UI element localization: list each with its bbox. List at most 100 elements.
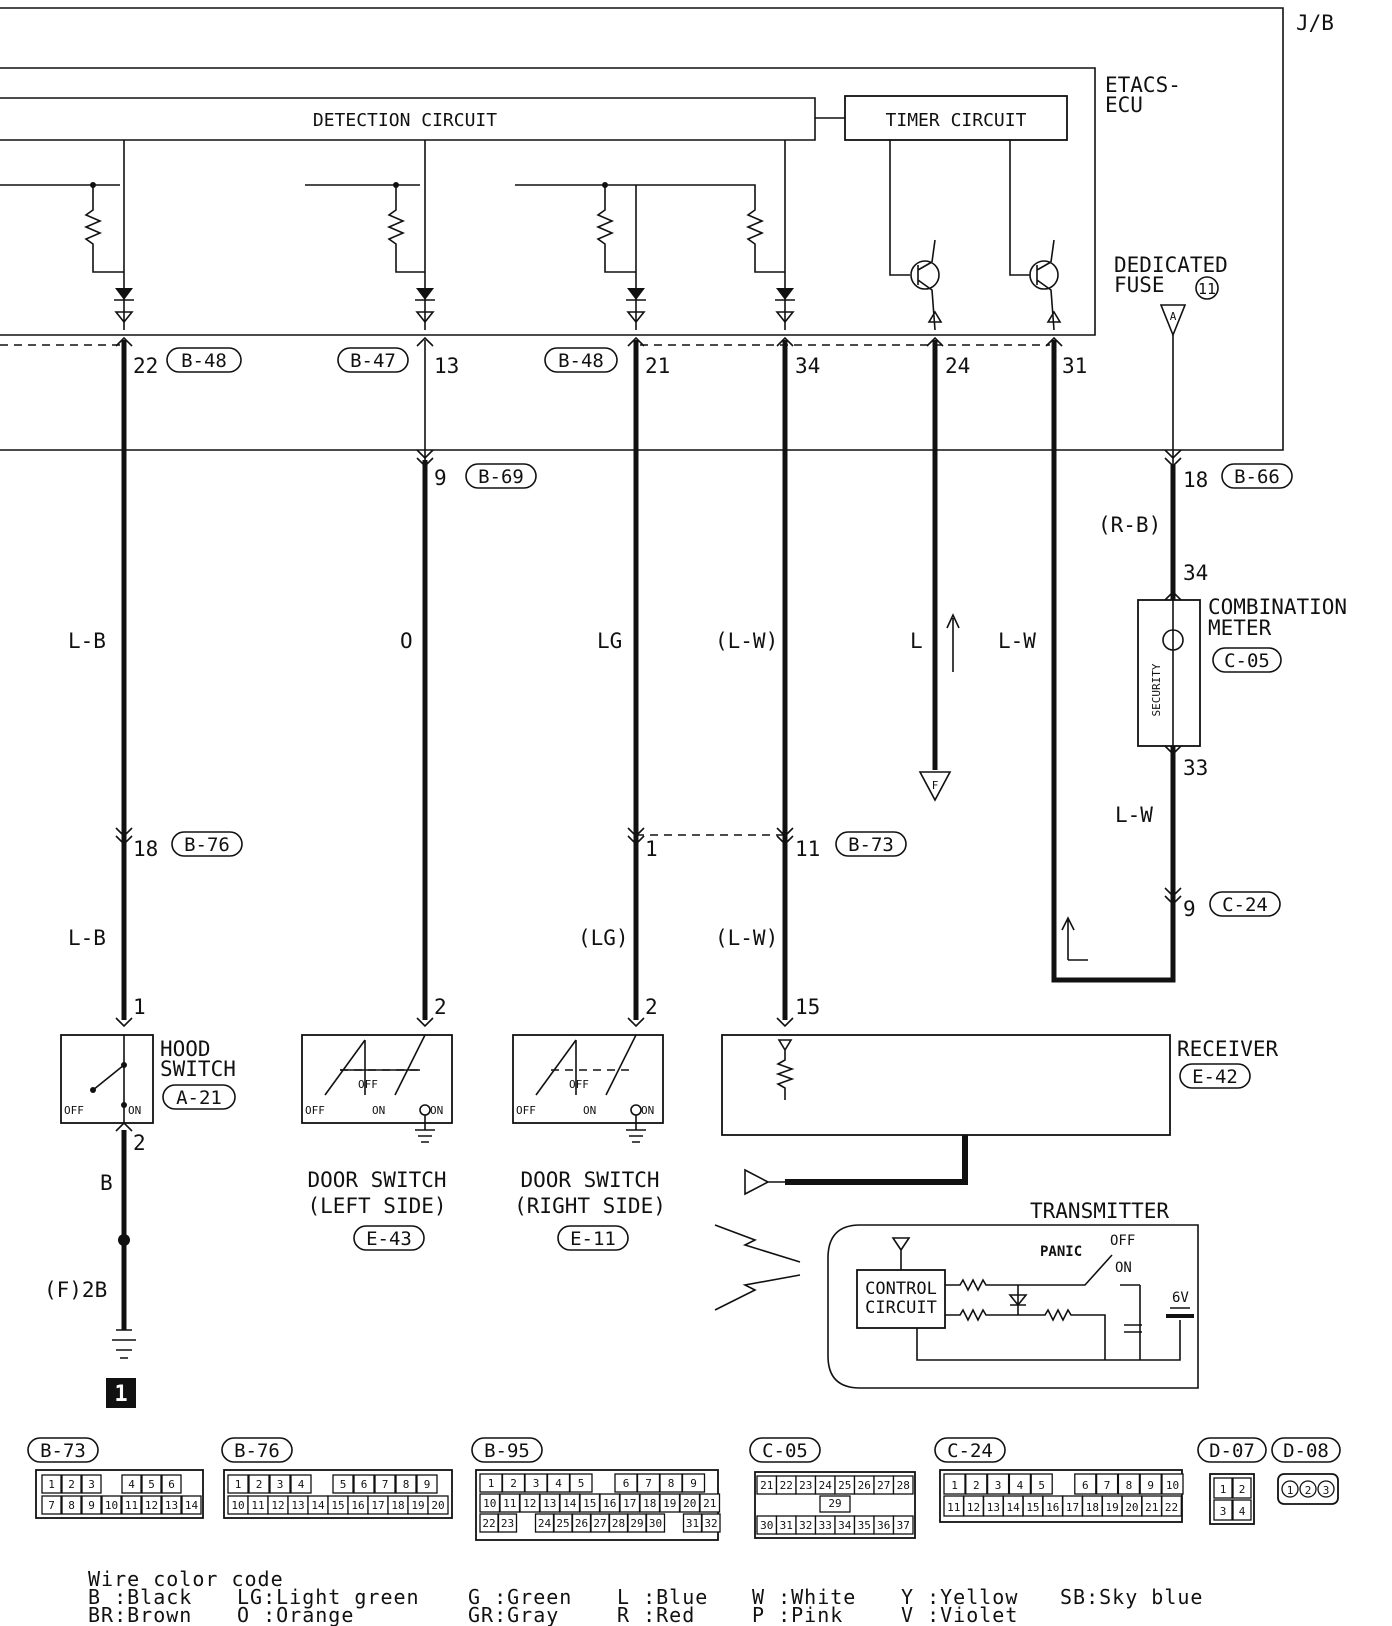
svg-text:B-69: B-69: [478, 466, 524, 488]
svg-text:C-24: C-24: [947, 1440, 993, 1462]
connector-pin-number: 4: [128, 1478, 135, 1491]
legend-gr: GR:Gray: [468, 1603, 559, 1626]
connector-pin-number: 20: [431, 1499, 444, 1512]
svg-text:E-11: E-11: [570, 1228, 616, 1250]
wire-receiver-low: (L-W): [715, 926, 778, 950]
connector-pin-number: 2: [256, 1478, 263, 1491]
connector-pin-cell: [141, 1495, 162, 1515]
svg-text:B-76: B-76: [184, 834, 230, 856]
connector-pin-number: 1: [951, 1479, 958, 1492]
conn-c05-meter: C-05: [1212, 647, 1282, 673]
wire-hood-low: L-B: [68, 926, 106, 950]
transmitter-on: ON: [1115, 1260, 1132, 1276]
connector-pin-number: 6: [168, 1478, 175, 1491]
f-tag: F: [932, 779, 939, 792]
legend-o: O :Orange: [237, 1603, 354, 1626]
connector-pin-number: 33: [819, 1519, 832, 1532]
transmitter-label: TRANSMITTER: [1030, 1199, 1169, 1223]
connector-pin-number: 10: [105, 1499, 118, 1512]
connector-pin-cell: [1299, 1480, 1317, 1498]
ground-marker-num: 1: [114, 1382, 127, 1407]
connector-pin-number: 16: [1046, 1501, 1059, 1514]
svg-text:B-76: B-76: [234, 1440, 280, 1462]
connector-pin-number: 13: [543, 1497, 556, 1510]
connector-pin-number: 28: [897, 1479, 910, 1492]
connector-pin-cell: [1117, 1473, 1141, 1495]
connector-pin-number: 32: [704, 1517, 717, 1530]
ecu-pin-21: 21: [645, 354, 670, 378]
conn-b48-right: B-48: [544, 347, 618, 373]
connector-pin-number: 7: [382, 1478, 389, 1491]
door-right-off2: OFF: [569, 1078, 589, 1091]
wire-timer31: L-W: [998, 629, 1036, 653]
svg-text:C-05: C-05: [1224, 650, 1270, 672]
hood-pin2: 2: [133, 1131, 146, 1155]
svg-text:B-47: B-47: [350, 350, 396, 372]
connector-pin-number: 14: [1007, 1501, 1021, 1514]
connector-pin-cell: [121, 1495, 142, 1515]
door-left-line1: DOOR SWITCH: [307, 1168, 446, 1192]
connector-pin-cell: [121, 1474, 142, 1494]
connector-pin-number: 21: [1145, 1501, 1158, 1514]
legend-w: W :White: [752, 1585, 856, 1609]
connector-pin-number: 5: [148, 1478, 155, 1491]
connector-pin-cell: [1139, 1473, 1162, 1495]
connector-pin-number: 5: [578, 1477, 585, 1490]
svg-text:B-95: B-95: [484, 1440, 530, 1462]
connector-pin-cell: [699, 1493, 721, 1513]
connector-pin-number: 4: [555, 1477, 562, 1490]
connector-pin-number: 15: [1026, 1501, 1039, 1514]
legend-y: Y :Yellow: [901, 1585, 1018, 1609]
flow-arrow-corner: [1061, 916, 1088, 961]
connector-pin-number: 13: [291, 1499, 304, 1512]
connector-pin-cell: [141, 1474, 162, 1494]
door-right-off: OFF: [516, 1104, 536, 1117]
svg-text:B-48: B-48: [558, 350, 604, 372]
connector-pin-cell: [569, 1473, 593, 1493]
control-circuit-box: [856, 1269, 946, 1329]
connector-pin-number: 25: [556, 1517, 569, 1530]
svg-text:B-48: B-48: [181, 350, 227, 372]
connector-pin-cell: [1213, 1477, 1233, 1499]
panic-label: PANIC: [1040, 1244, 1082, 1260]
connector-pin-cell: [1281, 1480, 1299, 1498]
hood-off: OFF: [64, 1104, 84, 1117]
connector-pin-cell: [332, 1474, 354, 1494]
main-wires: [121, 335, 1176, 1330]
connector-pin-number: 12: [523, 1497, 536, 1510]
security-indicator-label: SECURITY: [1150, 663, 1163, 716]
connector-pin-number: 18: [1086, 1501, 1099, 1514]
wire-hood: L-B: [68, 629, 106, 653]
connector-pin-cell: [1317, 1480, 1335, 1498]
connector-pin-cell: [41, 1474, 62, 1494]
connector-pin-number: 10: [1166, 1479, 1179, 1492]
combination-meter-line1: COMBINATION: [1208, 595, 1347, 619]
connector-pin-cell: [819, 1495, 851, 1513]
connector-pin-cell: [290, 1474, 312, 1494]
door-right-on: ON: [583, 1104, 596, 1117]
detection-circuit-label: DETECTION CIRCUIT: [313, 110, 497, 131]
receiver-pin: 15: [795, 995, 820, 1019]
ecu-label-line2: ECU: [1105, 93, 1143, 117]
flow-arrow-up: [946, 613, 960, 672]
connector-pin-number: 15: [583, 1497, 596, 1510]
control-circuit-line1: CONTROL: [865, 1279, 937, 1299]
dedicated-fuse-line2: FUSE: [1114, 273, 1165, 297]
door-left-off: OFF: [305, 1104, 325, 1117]
connector-pin-cell: [181, 1495, 202, 1515]
b69-pin: 9: [434, 466, 447, 490]
door-right-line2: (RIGHT SIDE): [514, 1194, 666, 1218]
connector-pin-number: 30: [649, 1517, 662, 1530]
connector-pin-cell: [161, 1474, 182, 1494]
etacs-ecu-box: [0, 67, 1096, 336]
connector-pin-number: 26: [575, 1517, 588, 1530]
ecu-label-line1: ETACS-: [1105, 73, 1181, 97]
connector-pin-number: 4: [298, 1478, 305, 1491]
connector-pin-number: 3: [1323, 1484, 1330, 1497]
connector-pin-cell: [61, 1495, 82, 1515]
connector-pin-number: 1: [488, 1477, 495, 1490]
